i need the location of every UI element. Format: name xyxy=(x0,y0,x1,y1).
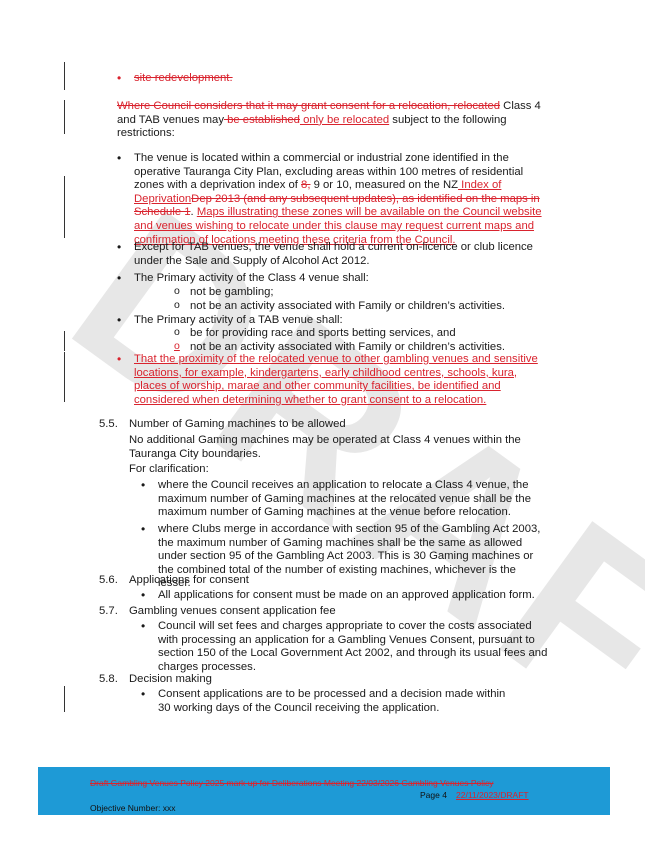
bullet-zone-location: The venue is located within a commercial… xyxy=(117,152,546,247)
section-heading: Gambling venues consent application fee xyxy=(129,605,336,617)
footer-doc-title: Draft Gambling Venues Policy 2025 mark u… xyxy=(90,778,494,788)
change-bar xyxy=(64,686,65,712)
footer-objective-number: Objective Number: xxx xyxy=(90,803,176,813)
footer-revision: 22/11/2023/DRAFT xyxy=(456,790,529,800)
page-footer: Draft Gambling Venues Policy 2025 mark u… xyxy=(38,767,610,815)
bullet-club-merge: where Clubs merge in accordance with sec… xyxy=(141,523,548,591)
change-bar xyxy=(64,100,65,134)
clarification-label: For clarification: xyxy=(129,463,209,475)
bullet-relocation-machines: where the Council receives an applicatio… xyxy=(141,479,548,520)
bullet-class4-activity: The Primary activity of the Class 4 venu… xyxy=(117,272,546,286)
sub-item: be for providing race and sports betting… xyxy=(174,326,550,341)
section-number: 5.7. xyxy=(99,605,118,617)
section-heading: Decision making xyxy=(129,673,212,685)
change-bar xyxy=(64,176,65,238)
change-bar xyxy=(64,62,65,90)
bullet-fees: Council will set fees and charges approp… xyxy=(141,620,548,674)
section-number: 5.6. xyxy=(99,574,118,586)
change-bar xyxy=(64,331,65,351)
section-number: 5.8. xyxy=(99,673,118,685)
bullet-proximity: That the proximity of the relocated venu… xyxy=(117,353,546,407)
bullet-licence: Except for TAB venues, the venue shall h… xyxy=(117,241,546,268)
section-paragraph: No additional Gaming machines may be ope… xyxy=(129,434,521,460)
sub-item: not be an activity associated with Famil… xyxy=(174,299,550,314)
bullet-site-redevelopment: site redevelopment. xyxy=(117,72,554,86)
footer-page-number: Page 4 xyxy=(420,790,447,800)
sub-item: not be gambling; xyxy=(174,285,550,300)
sub-item: not be an activity associated with Famil… xyxy=(174,340,550,355)
bullet-application-form: All applications for consent must be mad… xyxy=(141,589,548,603)
intro-paragraph: Where Council considers that it may gran… xyxy=(117,100,541,140)
section-heading: Applications for consent xyxy=(129,574,249,586)
bullet-tab-activity: The Primary activity of a TAB venue shal… xyxy=(117,314,546,328)
change-bar xyxy=(64,352,65,402)
bullet-decision-time: Consent applications are to be processed… xyxy=(141,688,518,715)
section-number: 5.5. xyxy=(99,418,118,430)
section-heading: Number of Gaming machines to be allowed xyxy=(129,418,346,430)
